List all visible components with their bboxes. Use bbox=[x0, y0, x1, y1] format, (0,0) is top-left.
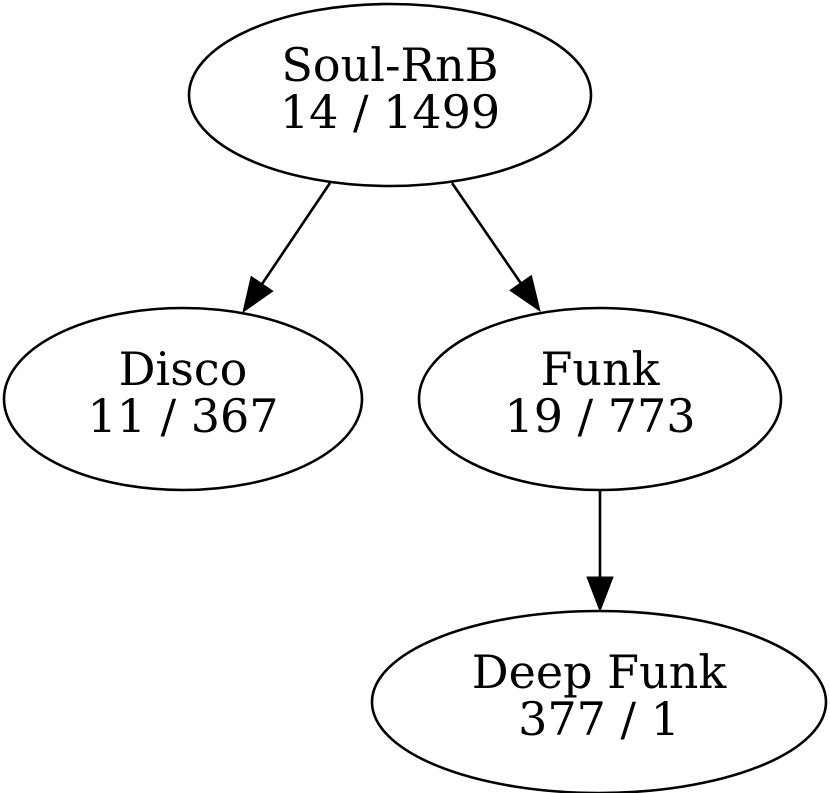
node-label: Deep Funk bbox=[472, 645, 728, 699]
node-ellipse bbox=[417, 306, 783, 492]
node-value: 377 / 1 bbox=[518, 692, 680, 746]
node-disco: Disco 11 / 367 bbox=[2, 306, 364, 492]
arrowhead-icon bbox=[242, 275, 274, 314]
node-label: Funk bbox=[540, 342, 660, 396]
edge-line bbox=[450, 182, 522, 284]
node-funk: Funk 19 / 773 bbox=[417, 306, 783, 492]
arrowhead-icon bbox=[586, 576, 614, 613]
node-ellipse bbox=[187, 2, 593, 188]
edge-soul-rnb-funk bbox=[450, 182, 541, 313]
node-label: Soul-RnB bbox=[281, 38, 498, 92]
node-ellipse bbox=[2, 306, 364, 492]
node-deep-funk: Deep Funk 377 / 1 bbox=[370, 609, 828, 793]
node-value: 14 / 1499 bbox=[280, 85, 500, 139]
node-ellipse bbox=[370, 609, 828, 793]
node-soul-rnb: Soul-RnB 14 / 1499 bbox=[187, 2, 593, 188]
edge-line bbox=[260, 182, 332, 285]
edge-soul-rnb-disco bbox=[242, 182, 332, 314]
arrowhead-icon bbox=[509, 274, 541, 313]
node-value: 11 / 367 bbox=[87, 389, 278, 443]
node-label: Disco bbox=[119, 342, 248, 396]
node-value: 19 / 773 bbox=[504, 389, 695, 443]
edge-funk-deep-funk bbox=[586, 490, 614, 613]
